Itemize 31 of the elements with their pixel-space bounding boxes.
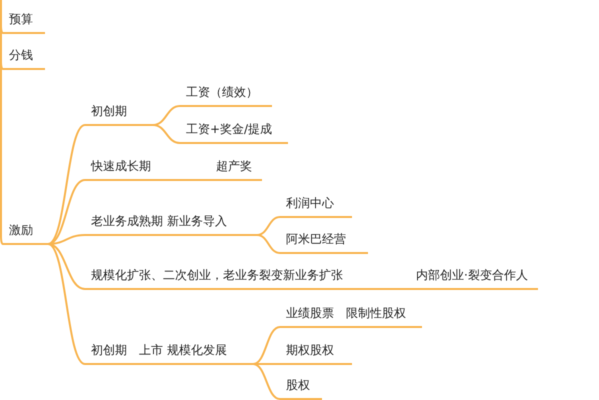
branch-line [48, 243, 86, 365]
branch-line [48, 243, 86, 290]
topic-label: 股权 [280, 378, 322, 400]
topic-label: 工资（绩效） [180, 85, 272, 107]
branch-line [48, 234, 86, 245]
topic-label: 内部创业·裂变合作人 [410, 268, 538, 290]
branch-line [252, 326, 280, 365]
branch-line [252, 363, 280, 400]
branch-line [185, 179, 210, 181]
branch-line [48, 179, 86, 245]
topic-label: 期权股权 [280, 343, 352, 365]
topic-label: 业绩股票 限制性股权 [280, 306, 422, 328]
topic-label: 初创期 [85, 104, 153, 126]
branch-line [256, 216, 280, 236]
topic-label: 规模化扩张、二次创业，老业务裂变新业务扩张 [85, 268, 385, 290]
branch-line [48, 124, 86, 245]
topic-label: 初创期 上市 规模化发展 [85, 343, 253, 365]
topic-label: 快速成长期 [85, 159, 185, 181]
topic-label: 老业务成熟期 新业务导入 [85, 214, 257, 236]
branch-line [256, 234, 280, 254]
topic-label: 分钱 [3, 48, 45, 70]
topic-label: 工资+奖金/提成 [180, 122, 288, 144]
branch-line [253, 363, 280, 365]
branch-line [152, 105, 180, 126]
topic-label: 阿米巴经营 [280, 232, 368, 254]
branch-line [152, 124, 180, 144]
branch-line [385, 288, 410, 290]
topic-label: 利润中心 [280, 196, 352, 218]
topic-label: 超产奖 [210, 159, 262, 181]
topic-label: 激励 [3, 223, 48, 245]
topic-label: 预算 [3, 12, 45, 34]
